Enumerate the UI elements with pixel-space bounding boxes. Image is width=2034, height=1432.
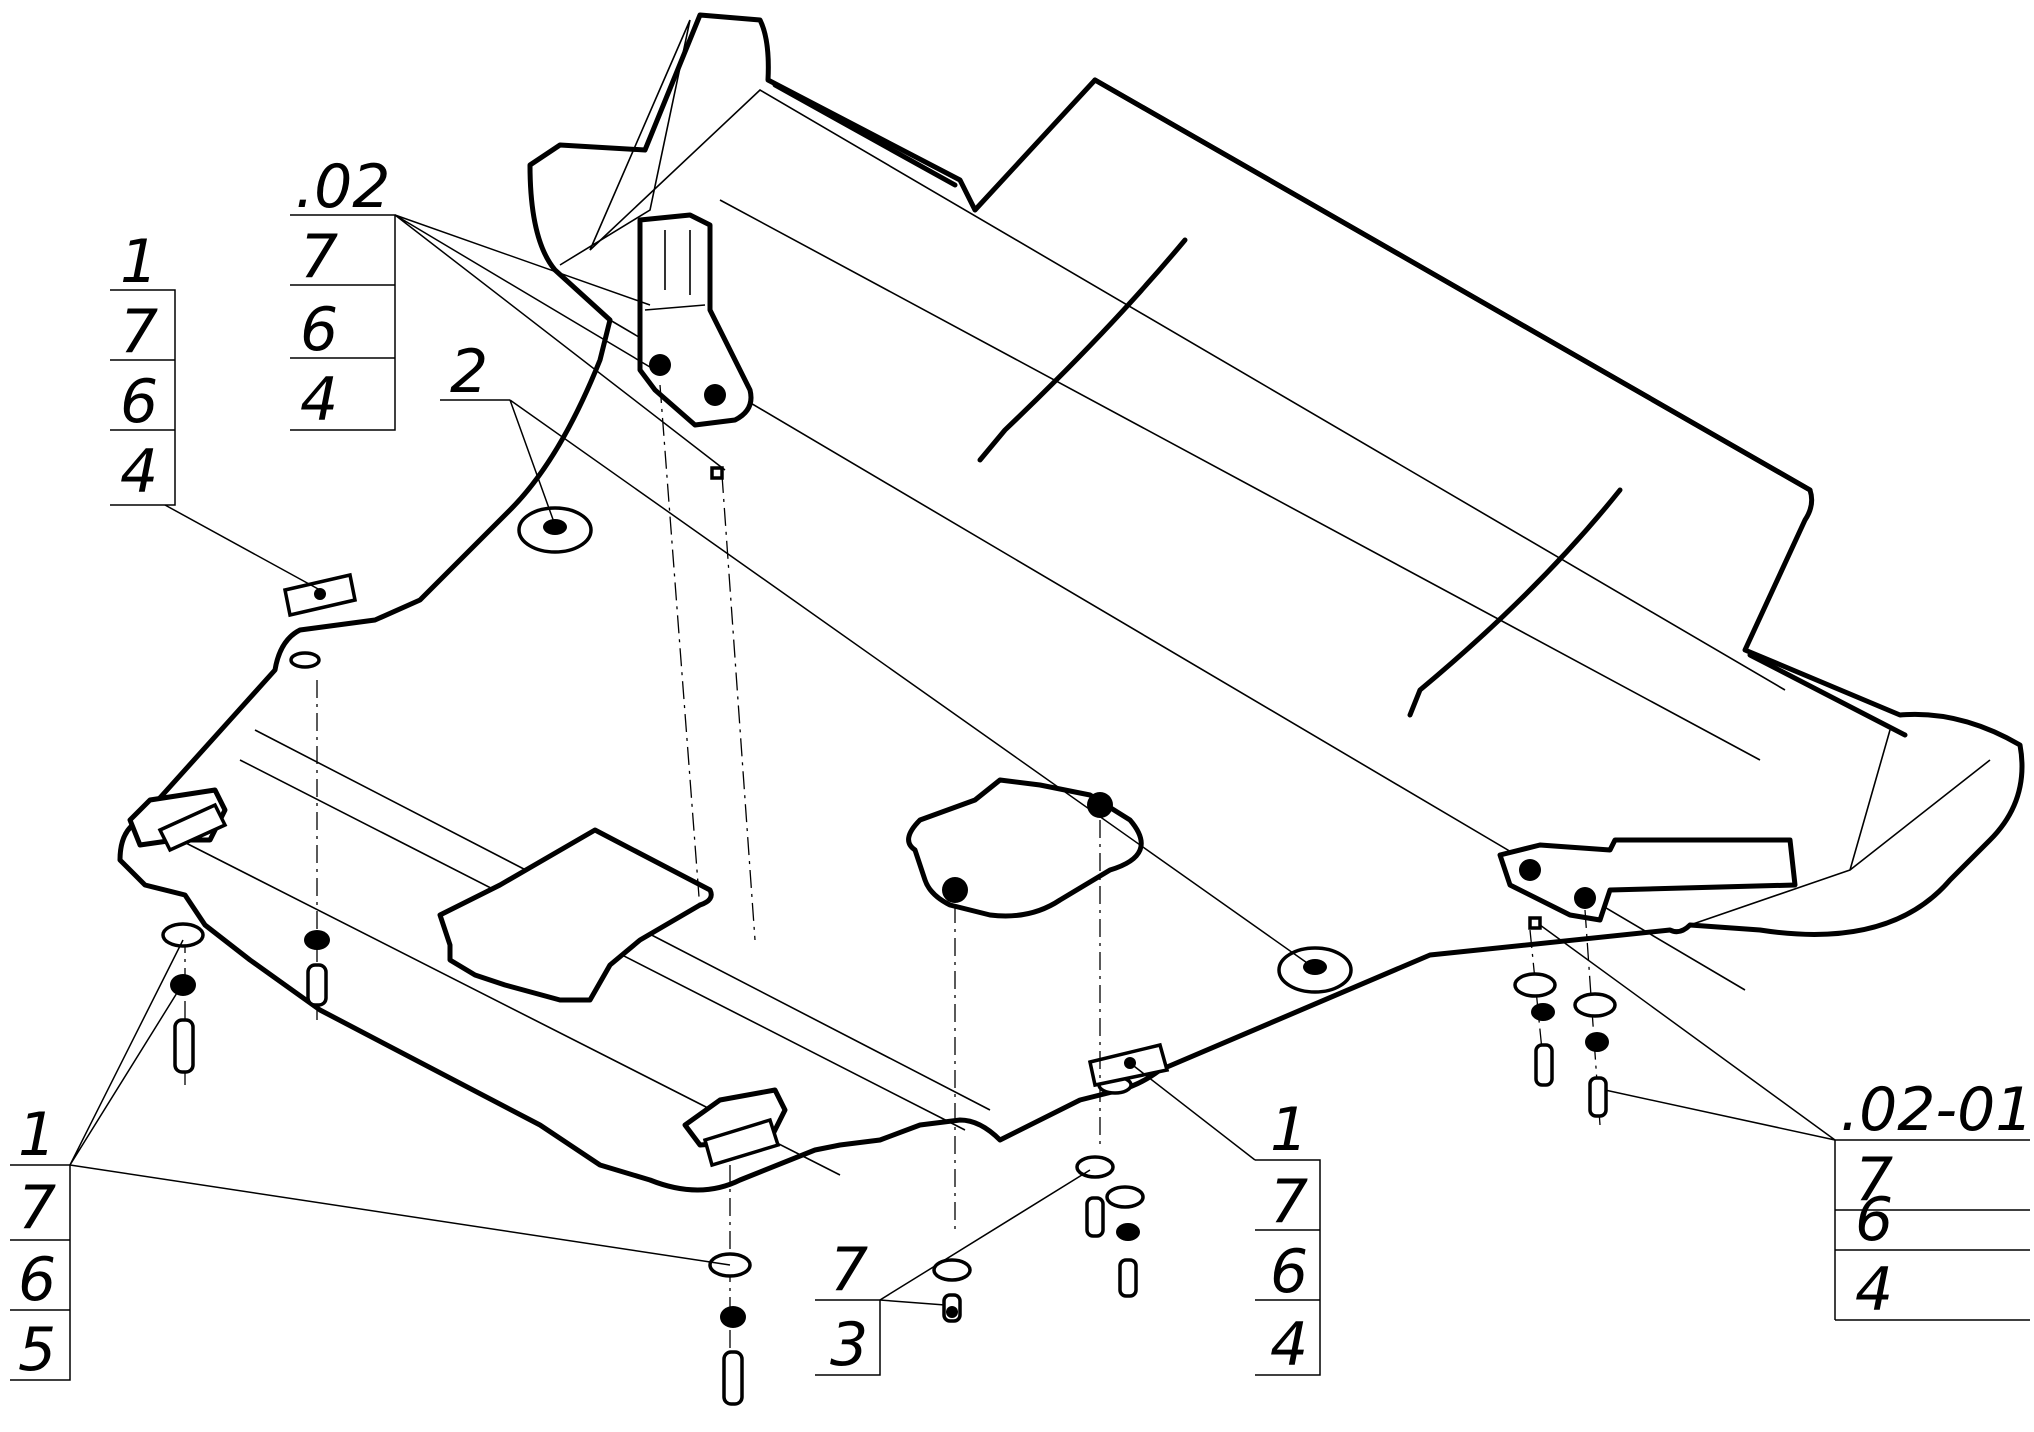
washer-icon [161,922,205,948]
rubber-grommet-icon [1303,959,1327,975]
callout-frame [10,1164,71,1381]
bracket-02-01 [1497,837,1798,923]
callout-bottom-center: 7 3 [815,1235,881,1380]
bolt-icon [1085,1196,1105,1238]
callout-label: 7 [830,1235,868,1305]
washer-icon [1105,1185,1145,1209]
leader-lines [69,214,1836,1306]
callout-label: 6 [1855,1185,1893,1255]
callout-label: 7 [300,222,338,292]
washer-icon [932,1258,972,1282]
slot-hole [289,651,321,669]
callout-top-center: .02 7 6 4 [290,152,396,435]
drain-cutout [906,777,1144,919]
rubber-grommet-icon [543,519,567,535]
bracket-hole [704,384,726,406]
callout-label: 6 [120,367,158,437]
center-cutout [437,827,714,1003]
nut-icon [170,974,196,996]
leader-line [164,504,321,591]
callout-label: 4 [300,365,338,435]
bracket-hole [1574,887,1596,909]
nut-icon [720,1306,746,1328]
bolt-icon [722,1350,744,1406]
callout-frame [290,214,396,431]
leader-line [394,214,726,471]
bolt-icon [1534,1043,1554,1087]
nut-icon [1585,1032,1609,1052]
mount-hole [1087,792,1113,818]
nut-icon [1531,1003,1555,1021]
bracket-hole [1519,859,1541,881]
clip-nut-icon [157,802,228,853]
leader-line [509,399,1311,966]
nut-icon [946,1306,958,1318]
clip-nut-icon [314,588,326,600]
callout-top-left: 1 7 6 4 [110,227,176,507]
callout-label: 1 [18,1100,56,1170]
callout-label: 6 [1270,1237,1308,1307]
bracket-hole [649,354,671,376]
callout-label: 1 [120,227,158,297]
skid-plate-outline [117,12,2025,1193]
leader-line [1129,1062,1256,1161]
callout-label: .02 [295,152,390,222]
nut-icon [304,930,330,950]
callout-label: 2 [450,337,488,407]
washer-icon [1573,992,1617,1018]
stiffening-rib-1 [977,237,1188,463]
leader-line [879,1169,1091,1306]
callout-label: 6 [18,1245,56,1315]
assembly-axis [721,474,756,941]
skid-plate [117,12,2025,1193]
callout-label: 7 [18,1173,56,1243]
callout-label: .02-01 [1840,1075,2033,1145]
callout-label: 6 [300,295,338,365]
leader-line [1539,924,1836,1141]
nut-icon [710,466,724,480]
side-panel-right [1689,729,1991,926]
callout-label: 3 [830,1310,868,1380]
callout-label: 1 [1270,1095,1308,1165]
washer-icon [1513,972,1557,998]
rear-flange-edge [772,77,1908,738]
bracket-02 [637,212,754,428]
callout-right: .02-01 7 6 4 [1834,1075,2033,1325]
leader-line [69,939,731,1266]
bolt-icon [306,963,328,1007]
callout-frame [1255,1159,1321,1376]
callout-center: 2 [440,337,510,407]
callout-bottom-left: 1 7 6 5 [10,1100,71,1385]
side-panel-left [559,19,691,266]
callout-frame [815,1299,881,1376]
nut-icon [1528,916,1542,930]
clip-nut-icon [702,1117,781,1168]
stiffening-rib-2 [1407,487,1623,718]
callout-label: 7 [1270,1167,1308,1237]
callout-bottom-mid: 1 7 6 4 [1255,1095,1321,1380]
callout-label: 4 [1270,1310,1308,1380]
hardware-on-plate [157,466,1542,1168]
callout-frame [1834,1139,2030,1321]
bolt-icon [1118,1258,1138,1298]
bolt-icon [173,1018,195,1074]
bracket-02-slot [644,230,706,311]
callout-label: 7 [120,297,158,367]
callout-label: 4 [1855,1255,1893,1325]
bracket-02-01-body [1497,837,1798,923]
callout-label: 4 [120,437,158,507]
bolt-icon [1588,1076,1608,1118]
callout-label: 7 [1855,1145,1893,1215]
callout-frame [110,289,176,506]
callout-label: 5 [18,1315,56,1385]
nut-icon [1116,1223,1140,1241]
mount-hole [942,877,968,903]
assembly-axis [659,384,701,911]
